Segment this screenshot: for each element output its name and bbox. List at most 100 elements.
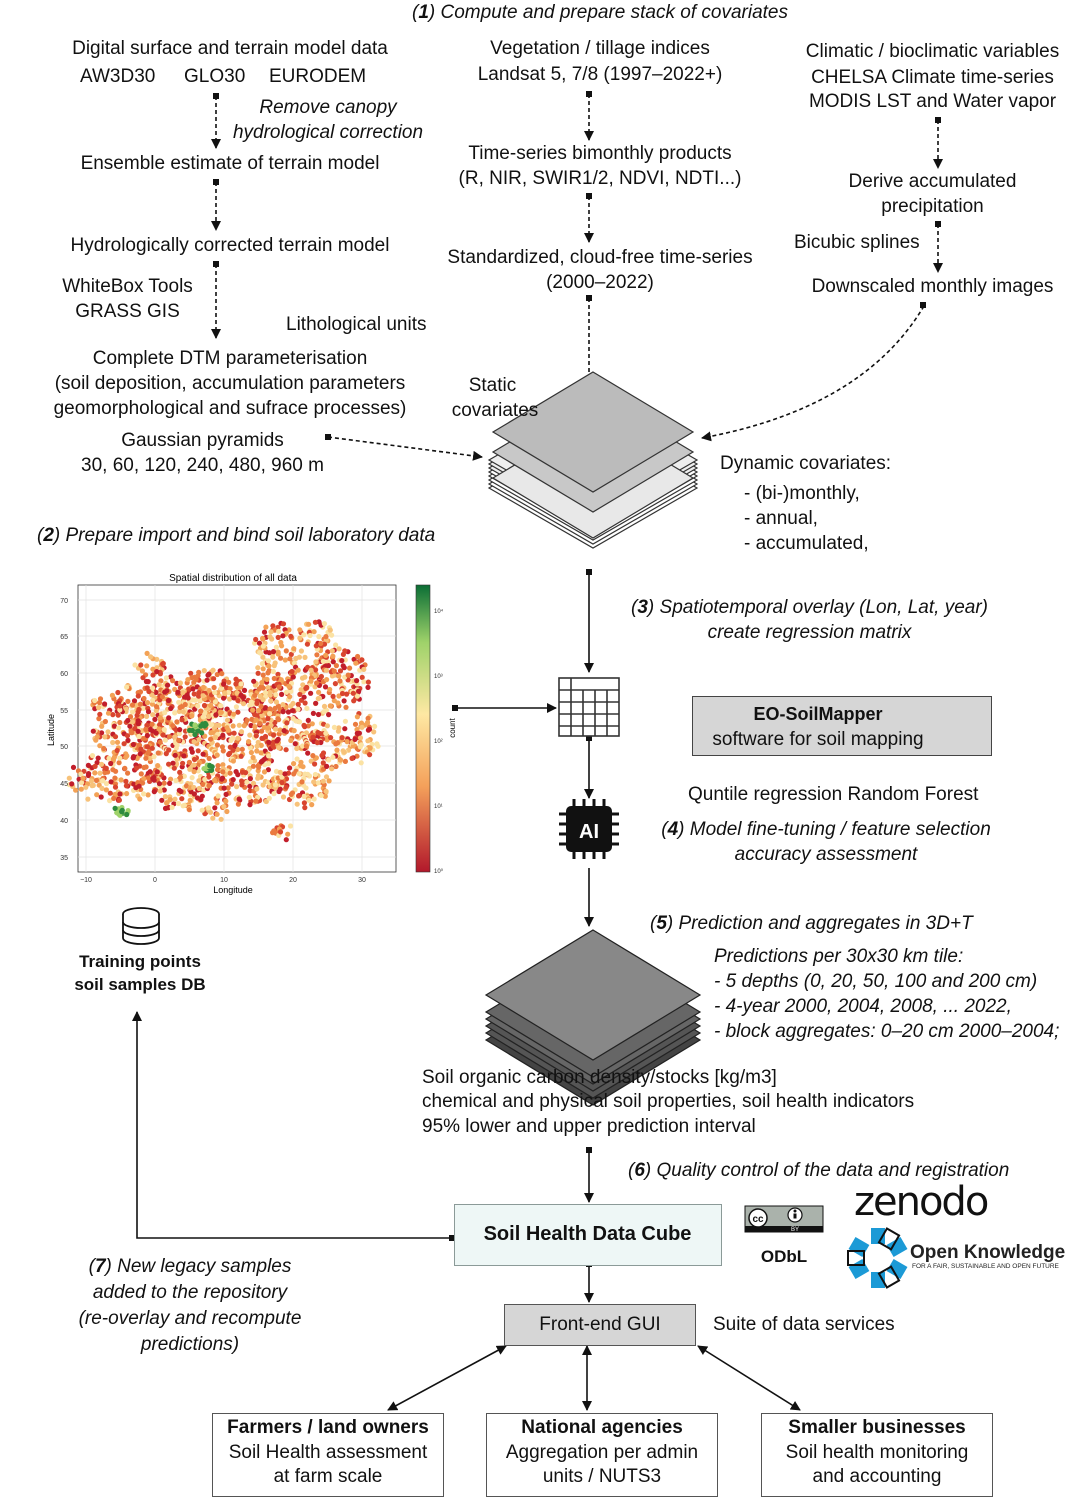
map-point [361,666,367,672]
map-point [238,692,244,698]
map-point [176,708,182,714]
map-point [264,676,270,682]
map-point [260,672,266,678]
map-point [201,702,208,709]
map-point [325,663,332,669]
map-point [320,658,326,664]
map-point [172,734,178,740]
map-point [206,755,212,762]
map-point [283,648,289,654]
agencies-title: National agencies [521,1417,683,1438]
map-point [125,770,131,776]
map-title: Spatial distribution of all data [169,573,297,584]
map-point [280,702,286,708]
static-label-1: Static [468,375,517,396]
map-point [327,686,333,693]
map-colorbar [415,584,431,873]
map-point [295,701,301,707]
map-point [305,771,311,777]
map-point [230,777,236,783]
map-point [367,745,373,751]
front-end-gui-button[interactable]: Front-end GUI [504,1304,696,1346]
map-point [162,794,168,800]
map-point [121,741,127,747]
map-point [117,719,123,726]
map-point [252,724,258,730]
map-point [359,724,365,730]
map-point-dense [125,808,131,814]
gaussian-scales: 30, 60, 120, 240, 480, 960 m [81,455,324,476]
map-point [335,740,341,746]
arrow-gaussian-to-stack [327,436,483,461]
map-point [354,678,360,684]
map-point [143,726,149,732]
map-point [306,621,312,627]
step2-title: Prepare import and bind soil laboratory … [65,525,436,546]
map-point [210,815,216,821]
soil-health-data-cube[interactable]: Soil Health Data Cube [454,1204,722,1266]
map-point [288,688,294,694]
map-point [279,779,285,786]
open-knowledge-logo [847,1227,908,1289]
map-point [235,698,241,704]
map-point [342,718,348,724]
map-point [181,773,187,779]
map-point [262,705,268,711]
map-point [200,684,207,690]
map-point [240,701,247,707]
map-point [283,784,289,790]
map-point [210,667,216,673]
map-point [158,678,164,684]
map-point-dense [200,721,206,727]
map-point [176,730,182,737]
map-point [342,758,348,764]
map-point [249,716,255,722]
map-point [270,623,276,629]
map-point [305,717,311,723]
map-point [195,703,201,709]
clim-title: Climatic / bioclimatic variables [805,41,1060,62]
stakeholder-farmers[interactable]: Farmers / land owners Soil Health assess… [212,1413,444,1497]
map-point [270,732,277,738]
map-point [193,676,199,683]
map-point [302,674,308,680]
map-point [268,629,274,635]
map-point [194,795,201,801]
stakeholder-businesses[interactable]: Smaller businesses Soil health monitorin… [761,1413,993,1497]
map-point [231,711,237,717]
map-point [361,679,367,685]
map-point [310,734,316,740]
map-point [235,801,241,807]
map-point [354,726,360,733]
map-point [266,739,272,745]
map-point [160,660,166,667]
map-point [196,689,202,696]
map-point [300,682,306,688]
map-point [208,702,214,709]
eo-soilmapper-box[interactable]: EO-SoilMapper software for soil mapping [692,696,992,756]
map-point [238,753,244,759]
map-point [297,635,303,641]
map-point [150,697,156,703]
xtick-m10: −10 [80,877,92,884]
map-point [251,678,257,684]
map-point [182,734,188,740]
map-point [147,769,153,775]
map-point [265,685,271,691]
map-point [101,745,107,752]
map-point [313,659,319,665]
map-point [318,673,324,680]
map-point [114,747,120,754]
step3-line2: create regression matrix [707,622,912,643]
step1-heading: (1) Compute and prepare stack of covaria… [412,2,788,23]
map-point [291,771,297,777]
map-point [246,794,252,800]
map-point [95,705,102,711]
stakeholder-agencies[interactable]: National agencies Aggregation per admin … [486,1413,718,1497]
map-point [170,723,176,729]
map-point [330,754,336,760]
ytick-40: 40 [60,818,68,825]
ytick-35: 35 [60,855,68,862]
map-point [285,831,291,837]
